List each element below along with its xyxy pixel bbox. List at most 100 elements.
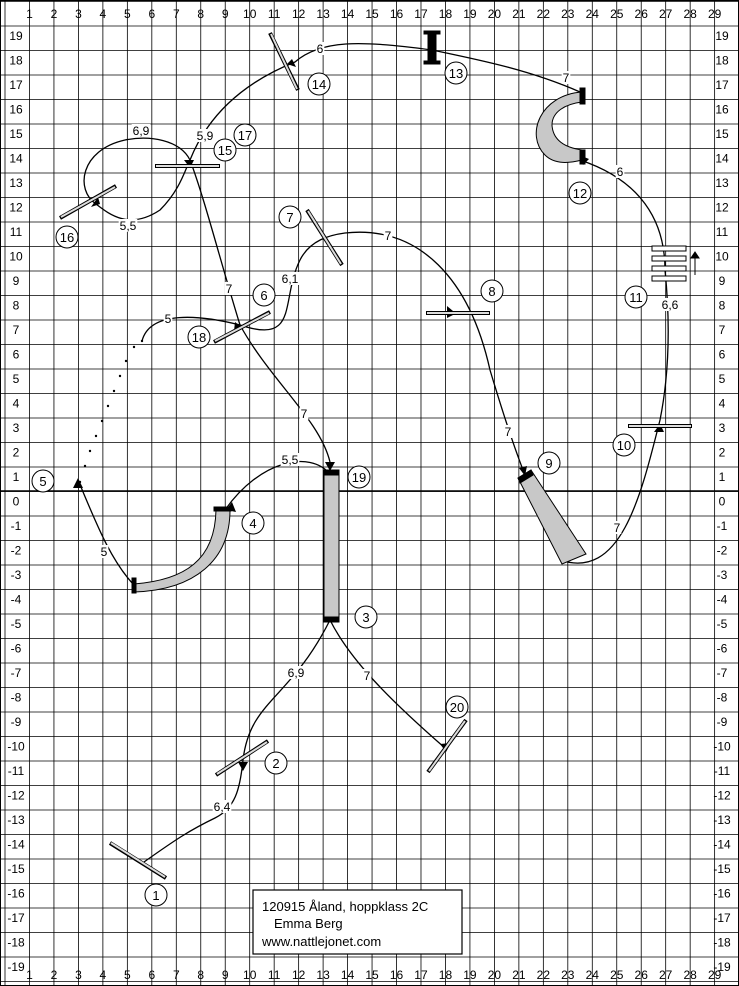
x-tick-label: 18 bbox=[439, 968, 453, 982]
y-tick-label: 6 bbox=[719, 348, 726, 362]
svg-text:4: 4 bbox=[249, 516, 256, 531]
y-tick-label: 13 bbox=[9, 176, 23, 190]
y-tick-label: -5 bbox=[11, 617, 22, 631]
y-tick-label: 7 bbox=[13, 323, 20, 337]
y-tick-label: -4 bbox=[717, 593, 728, 607]
x-tick-label: 3 bbox=[75, 7, 82, 21]
jump-6 bbox=[213, 310, 271, 344]
x-tick-label: 1 bbox=[26, 7, 33, 21]
x-tick-label: 12 bbox=[292, 968, 306, 982]
obstacle-number-19: 19 bbox=[347, 465, 371, 489]
obstacle-number-17: 17 bbox=[233, 123, 257, 147]
distance-label: 6,4 bbox=[214, 800, 231, 814]
x-tick-label: 4 bbox=[100, 7, 107, 21]
distance-label: 6 bbox=[317, 42, 324, 56]
svg-text:9: 9 bbox=[545, 456, 552, 471]
distance-label: 5 bbox=[165, 312, 172, 326]
y-tick-label: -14 bbox=[713, 838, 731, 852]
y-tick-label: 8 bbox=[13, 299, 20, 313]
y-tick-label: -15 bbox=[7, 862, 25, 876]
obstacle-number-7: 7 bbox=[278, 205, 302, 229]
x-tick-label: 14 bbox=[341, 968, 355, 982]
y-tick-label: 6 bbox=[13, 348, 20, 362]
distance-label: 6,9 bbox=[133, 124, 150, 138]
x-tick-label: 21 bbox=[512, 7, 526, 21]
x-tick-label: 22 bbox=[537, 968, 551, 982]
y-tick-label: -13 bbox=[7, 813, 25, 827]
x-tick-label: 29 bbox=[708, 968, 722, 982]
y-tick-label: 9 bbox=[719, 274, 726, 288]
x-tick-label: 1 bbox=[26, 968, 33, 982]
jump-20 bbox=[426, 718, 468, 774]
obstacle-number-12: 12 bbox=[568, 181, 592, 205]
y-tick-label: 14 bbox=[715, 152, 729, 166]
y-tick-label: -9 bbox=[717, 715, 728, 729]
obstacle-number-14: 14 bbox=[307, 72, 331, 96]
x-tick-label: 11 bbox=[268, 968, 281, 982]
svg-text:19: 19 bbox=[352, 470, 366, 485]
y-tick-label: 3 bbox=[719, 421, 726, 435]
y-tick-label: 9 bbox=[13, 274, 20, 288]
y-tick-label: -2 bbox=[11, 544, 22, 558]
y-tick-label: 12 bbox=[9, 201, 23, 215]
caption-line-3: www.nattlejonet.com bbox=[261, 934, 381, 949]
x-tick-label: 22 bbox=[537, 7, 551, 21]
distance-label: 5,5 bbox=[120, 219, 137, 233]
y-tick-label: 12 bbox=[715, 201, 729, 215]
y-tick-label: -14 bbox=[7, 838, 25, 852]
y-tick-label: 4 bbox=[719, 397, 726, 411]
y-tick-label: 10 bbox=[9, 250, 23, 264]
x-tick-label: 5 bbox=[124, 968, 131, 982]
svg-text:2: 2 bbox=[272, 756, 279, 771]
y-tick-label: 15 bbox=[715, 127, 729, 141]
x-tick-label: 21 bbox=[512, 968, 526, 982]
y-tick-label: -13 bbox=[713, 813, 731, 827]
y-tick-label: -5 bbox=[717, 617, 728, 631]
y-tick-label: -11 bbox=[714, 764, 731, 778]
y-axis-right: 191817161514131211109876543210-1-2-3-4-5… bbox=[713, 29, 731, 974]
y-tick-label: -17 bbox=[713, 911, 731, 925]
obstacle-number-3: 3 bbox=[354, 605, 378, 629]
svg-text:13: 13 bbox=[449, 66, 463, 81]
distance-label: 6,6 bbox=[662, 298, 679, 312]
y-tick-label: 16 bbox=[715, 103, 729, 117]
x-tick-label: 25 bbox=[610, 7, 624, 21]
y-tick-label: -6 bbox=[11, 642, 22, 656]
x-tick-label: 8 bbox=[197, 968, 204, 982]
y-tick-label: 13 bbox=[715, 176, 729, 190]
x-tick-label: 16 bbox=[390, 968, 404, 982]
y-tick-label: 5 bbox=[13, 372, 20, 386]
svg-text:5: 5 bbox=[39, 474, 46, 489]
x-tick-label: 19 bbox=[463, 7, 477, 21]
jump-16 bbox=[59, 184, 117, 220]
tunnel-4 bbox=[131, 506, 232, 594]
y-tick-label: -3 bbox=[717, 568, 728, 582]
distance-label: 7 bbox=[226, 282, 233, 296]
distance-label: 5,9 bbox=[197, 129, 214, 143]
obstacle-number-5: 5 bbox=[31, 469, 55, 493]
distance-label: 7 bbox=[563, 71, 570, 85]
jump-7 bbox=[305, 208, 344, 267]
x-tick-label: 3 bbox=[75, 968, 82, 982]
x-tick-label: 9 bbox=[222, 968, 229, 982]
y-tick-label: 11 bbox=[716, 225, 729, 239]
svg-text:10: 10 bbox=[617, 438, 631, 453]
y-tick-label: -18 bbox=[7, 936, 25, 950]
tunnel-12 bbox=[535, 87, 586, 165]
y-tick-label: 18 bbox=[9, 54, 23, 68]
x-tick-label: 23 bbox=[561, 968, 575, 982]
svg-text:12: 12 bbox=[573, 186, 587, 201]
obstacle-number-1: 1 bbox=[144, 883, 168, 907]
distance-label: 5,5 bbox=[282, 453, 299, 467]
x-tick-label: 20 bbox=[488, 7, 502, 21]
y-tick-label: -6 bbox=[717, 642, 728, 656]
jump-14 bbox=[268, 32, 300, 91]
x-tick-label: 10 bbox=[243, 968, 257, 982]
caption-line-1: 120915 Åland, hoppklass 2C bbox=[262, 899, 428, 914]
y-tick-label: 19 bbox=[715, 29, 729, 43]
y-tick-label: 2 bbox=[719, 446, 726, 460]
